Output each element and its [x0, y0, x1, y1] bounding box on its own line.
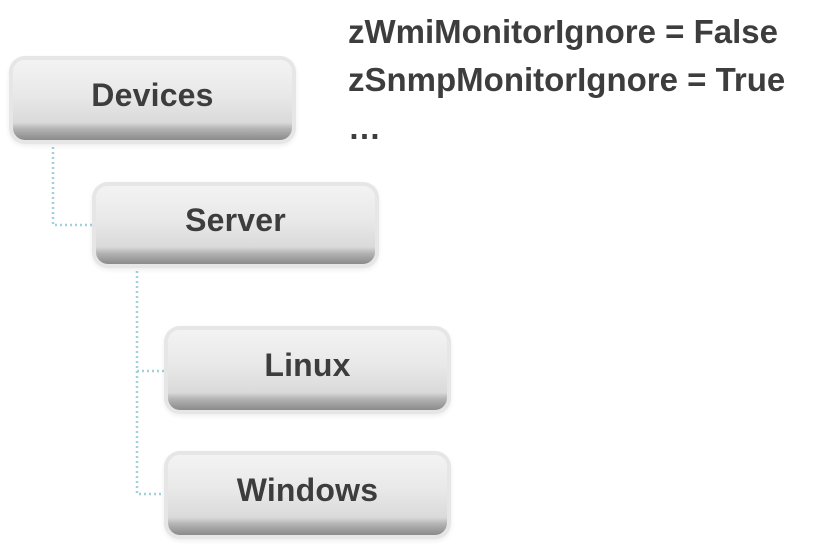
- property-snmp-monitor-ignore: zSnmpMonitorIgnore = True: [348, 61, 786, 98]
- connector-server-linux: [135, 266, 168, 373]
- connector-devices-server: [51, 142, 96, 227]
- node-server: Server: [96, 186, 375, 264]
- property-ellipsis: …: [348, 109, 381, 146]
- node-devices-label: Devices: [91, 76, 214, 113]
- node-windows-label: Windows: [236, 471, 379, 508]
- connector-server-windows: [135, 371, 168, 496]
- node-windows: Windows: [168, 455, 447, 535]
- node-linux: Linux: [168, 330, 447, 410]
- node-linux-label: Linux: [264, 346, 351, 383]
- node-server-label: Server: [185, 201, 286, 238]
- property-wmi-monitor-ignore: zWmiMonitorIgnore = False: [348, 13, 778, 50]
- node-devices: Devices: [13, 60, 292, 140]
- property-list: zWmiMonitorIgnore = False zSnmpMonitorIg…: [348, 8, 785, 152]
